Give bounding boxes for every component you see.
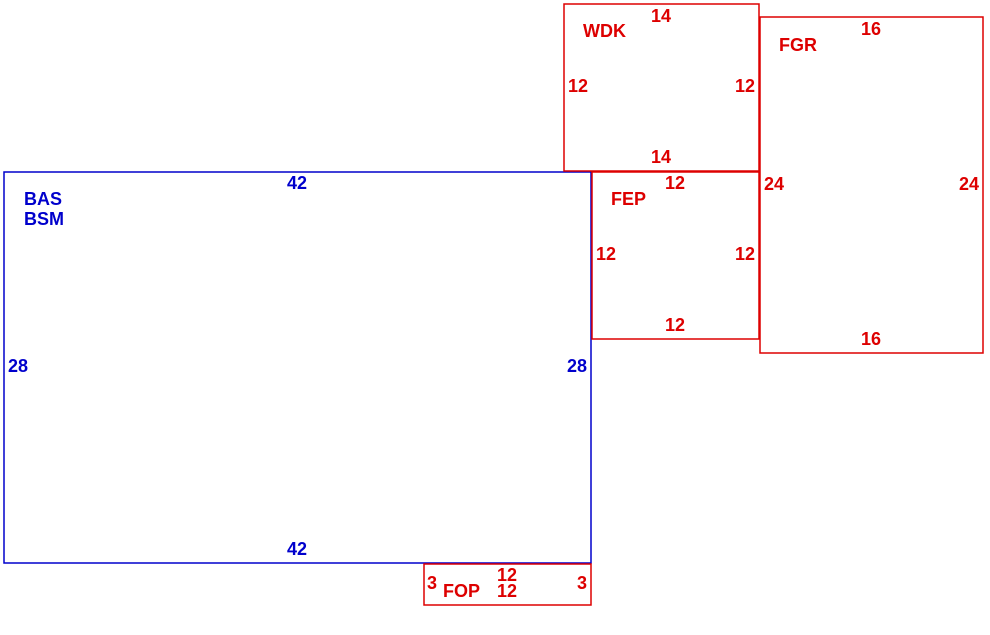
wdk-bottom-dimension: 14 bbox=[651, 147, 671, 167]
bas-area: BAS BSM 42 42 28 28 bbox=[3, 171, 592, 564]
fop-top-dimension: 12 bbox=[497, 565, 517, 585]
bas-top-dimension: 42 bbox=[287, 173, 307, 193]
fep-outline bbox=[591, 171, 760, 340]
fgr-code-label: FGR bbox=[779, 35, 817, 55]
wdk-right-dimension: 12 bbox=[735, 76, 755, 96]
fep-area: FEP 12 12 12 12 bbox=[591, 171, 760, 340]
wdk-left-dimension: 12 bbox=[568, 76, 588, 96]
bsm-code-label: BSM bbox=[24, 209, 64, 229]
wdk-outline bbox=[563, 3, 760, 172]
fop-right-dimension: 3 bbox=[577, 573, 587, 593]
fep-code-label: FEP bbox=[611, 189, 646, 209]
fep-left-dimension: 12 bbox=[596, 244, 616, 264]
bas-code-label: BAS bbox=[24, 189, 62, 209]
fgr-bottom-dimension: 16 bbox=[861, 329, 881, 349]
fgr-outline bbox=[759, 16, 984, 354]
bas-right-dimension: 28 bbox=[567, 356, 587, 376]
fep-right-dimension: 12 bbox=[735, 244, 755, 264]
wdk-code-label: WDK bbox=[583, 21, 626, 41]
fep-bottom-dimension: 12 bbox=[665, 315, 685, 335]
wdk-area: WDK 14 14 12 12 bbox=[563, 3, 760, 172]
fep-top-dimension: 12 bbox=[665, 173, 685, 193]
fgr-top-dimension: 16 bbox=[861, 19, 881, 39]
fgr-area: FGR 16 16 24 24 bbox=[759, 16, 984, 354]
fop-code-label: FOP bbox=[443, 581, 480, 601]
wdk-top-dimension: 14 bbox=[651, 6, 671, 26]
fgr-right-dimension: 24 bbox=[959, 174, 979, 194]
fop-bottom-dimension: 12 bbox=[497, 581, 517, 601]
bas-left-dimension: 28 bbox=[8, 356, 28, 376]
bas-outline bbox=[3, 171, 592, 564]
fgr-left-dimension: 24 bbox=[764, 174, 784, 194]
bas-bottom-dimension: 42 bbox=[287, 539, 307, 559]
fop-outline bbox=[423, 563, 592, 606]
fop-left-dimension: 3 bbox=[427, 573, 437, 593]
fop-area: FOP 12 12 3 3 bbox=[423, 563, 592, 606]
